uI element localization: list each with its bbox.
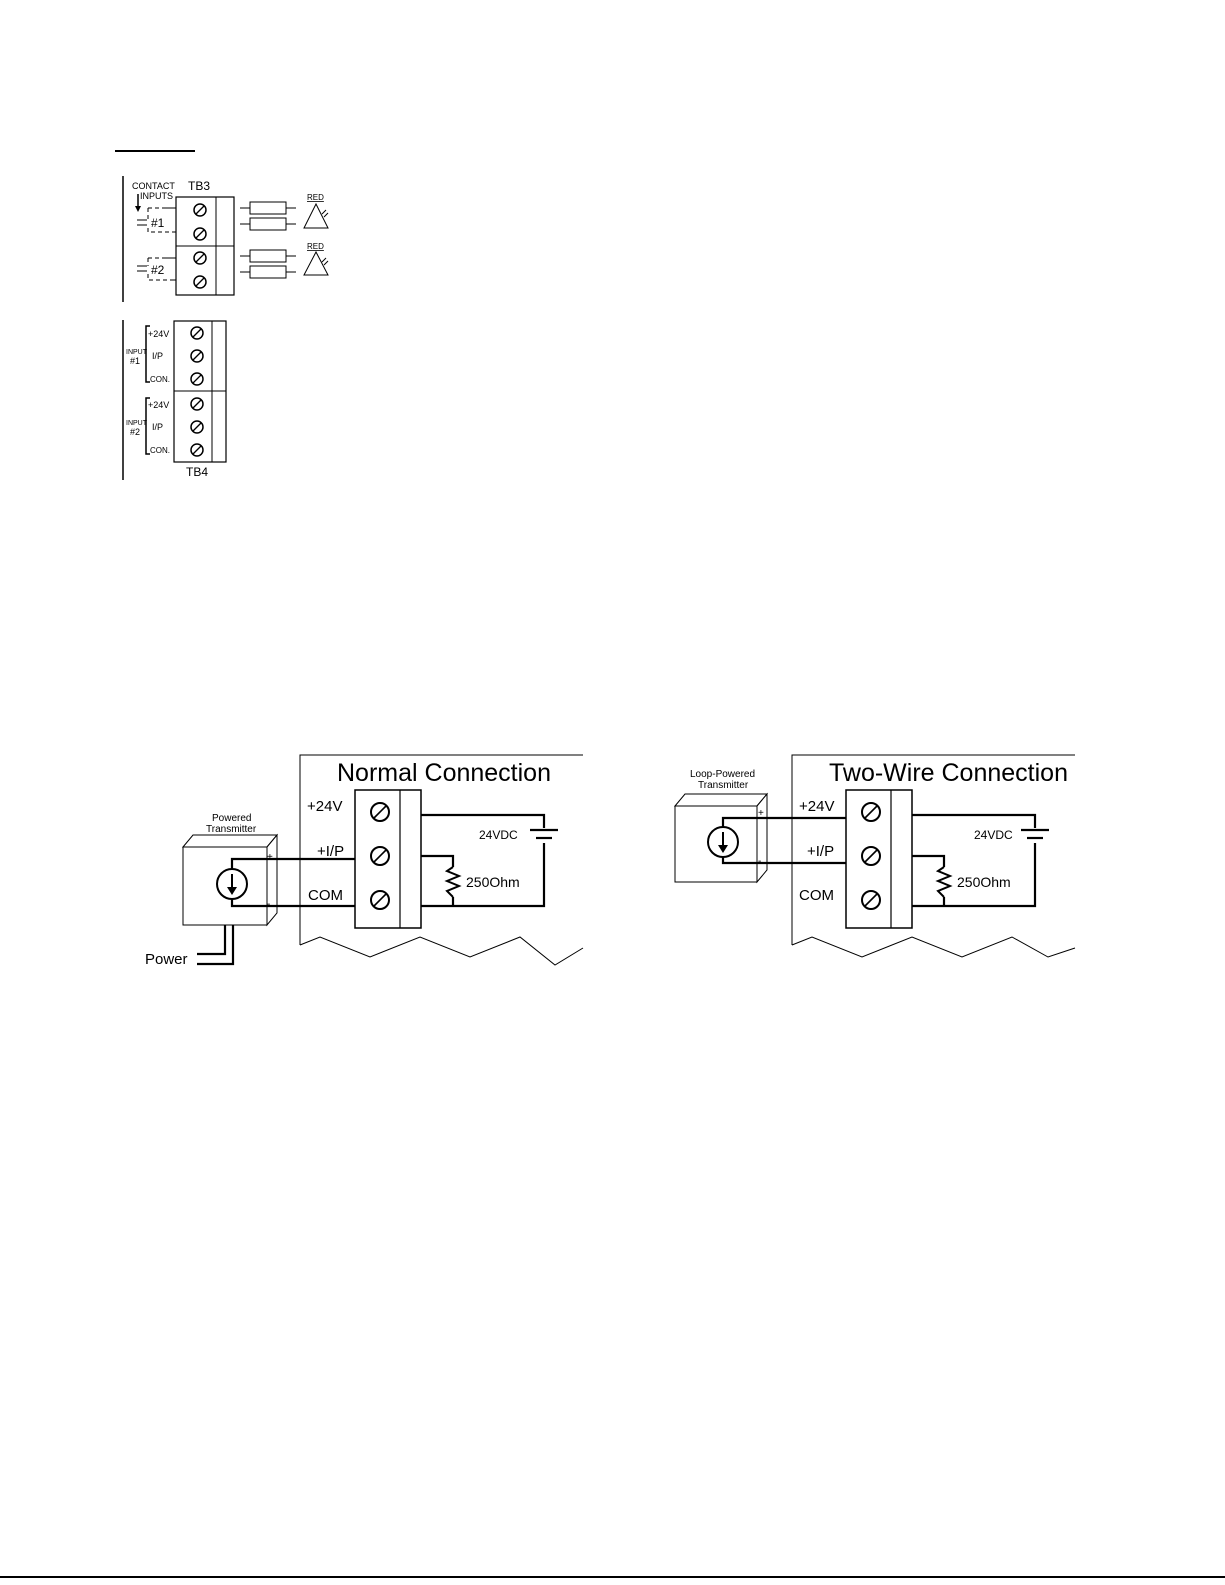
screw-terminal-icon [191,398,203,410]
led-2-label: RED [307,242,324,251]
tb4-group2-label-2: #2 [130,427,140,437]
tb3-resistors [240,202,296,278]
screw-terminal-icon [862,847,880,865]
tb4-title: TB4 [186,465,208,479]
screw-terminal-icon [371,847,389,865]
screw-terminal-icon [191,327,203,339]
transmitter-minus: - [758,856,761,867]
two-wire-connection-title: Two-Wire Connection [829,759,1068,787]
transmitter-label-2: Transmitter [206,824,257,835]
transmitter-label-1: Powered [212,813,251,824]
contact-1-label: #1 [151,216,165,230]
normal-connection-title: Normal Connection [337,759,551,787]
screw-terminal-icon [194,228,206,240]
led-icon [304,204,328,228]
transmitter-label-2: Transmitter [698,780,749,791]
screw-terminal-icon [191,444,203,456]
led-icon [304,252,328,275]
tb4-terminal-label: I/P [152,351,163,361]
current-source-icon [217,869,247,899]
contact-inputs-label-1: CONTACT [132,181,175,191]
contact-inputs-label-2: INPUTS [140,191,173,201]
screw-terminal-icon [194,252,206,264]
screw-terminal-icon [191,373,203,385]
tb4-terminal-label: +24V [148,400,169,410]
resistor-label: 250Ohm [957,874,1011,890]
tb3-diagram: CONTACT INPUTS TB3 #1 [110,170,350,310]
contact-2-label: #2 [151,263,165,277]
resistor-label: 250Ohm [466,874,520,890]
header-underline [115,150,195,152]
panel-break-line [300,937,583,965]
battery-icon [1021,830,1049,838]
terminal-ip-label: +I/P [807,843,834,860]
tb3-title: TB3 [188,179,210,193]
terminal-com-label: COM [308,887,343,904]
normal-connection-diagram: Normal Connection Powered Transmitter + … [135,750,590,975]
screw-terminal-icon [191,350,203,362]
screw-terminal-icon [371,891,389,909]
two-wire-connection-diagram: Two-Wire Connection Loop-Powered Transmi… [670,750,1085,975]
screw-terminal-icon [194,276,206,288]
power-label: Power [145,951,188,968]
tb4-terminal-label: +24V [148,329,169,339]
resistor-icon [447,867,459,897]
tb4-terminal-label: CON. [150,446,170,455]
power-leads [197,925,233,964]
tb4-group1-label-1: INPUT [126,349,148,356]
tb4-group1-label-2: #1 [130,356,140,366]
transmitter-label-1: Loop-Powered [690,769,755,780]
resistor-icon [938,867,950,897]
terminal-com-label: COM [799,887,834,904]
tb4-terminal-label: I/P [152,422,163,432]
terminal-ip-label: +I/P [317,843,344,860]
screw-terminal-icon [191,421,203,433]
transmitter-minus: - [267,899,270,910]
supply-label: 24VDC [974,828,1013,842]
led-1-label: RED [307,193,324,202]
transmitter-plus: + [267,852,273,863]
panel-break-line [792,937,1075,957]
terminal-24v-label: +24V [799,798,834,815]
tb4-group2-label-1: INPUT [126,420,148,427]
tb4-terminal-label: CON. [150,375,170,384]
screw-terminal-icon [862,891,880,909]
footer-rule [0,1576,1225,1578]
tb4-diagram: INPUT #1 INPUT #2 +24V I/P CON. +24V I/P… [110,318,250,483]
screw-terminal-icon [194,204,206,216]
current-source-icon [708,827,738,857]
supply-label: 24VDC [479,828,518,842]
terminal-24v-label: +24V [307,798,342,815]
screw-terminal-icon [862,803,880,821]
screw-terminal-icon [371,803,389,821]
battery-icon [530,830,558,838]
